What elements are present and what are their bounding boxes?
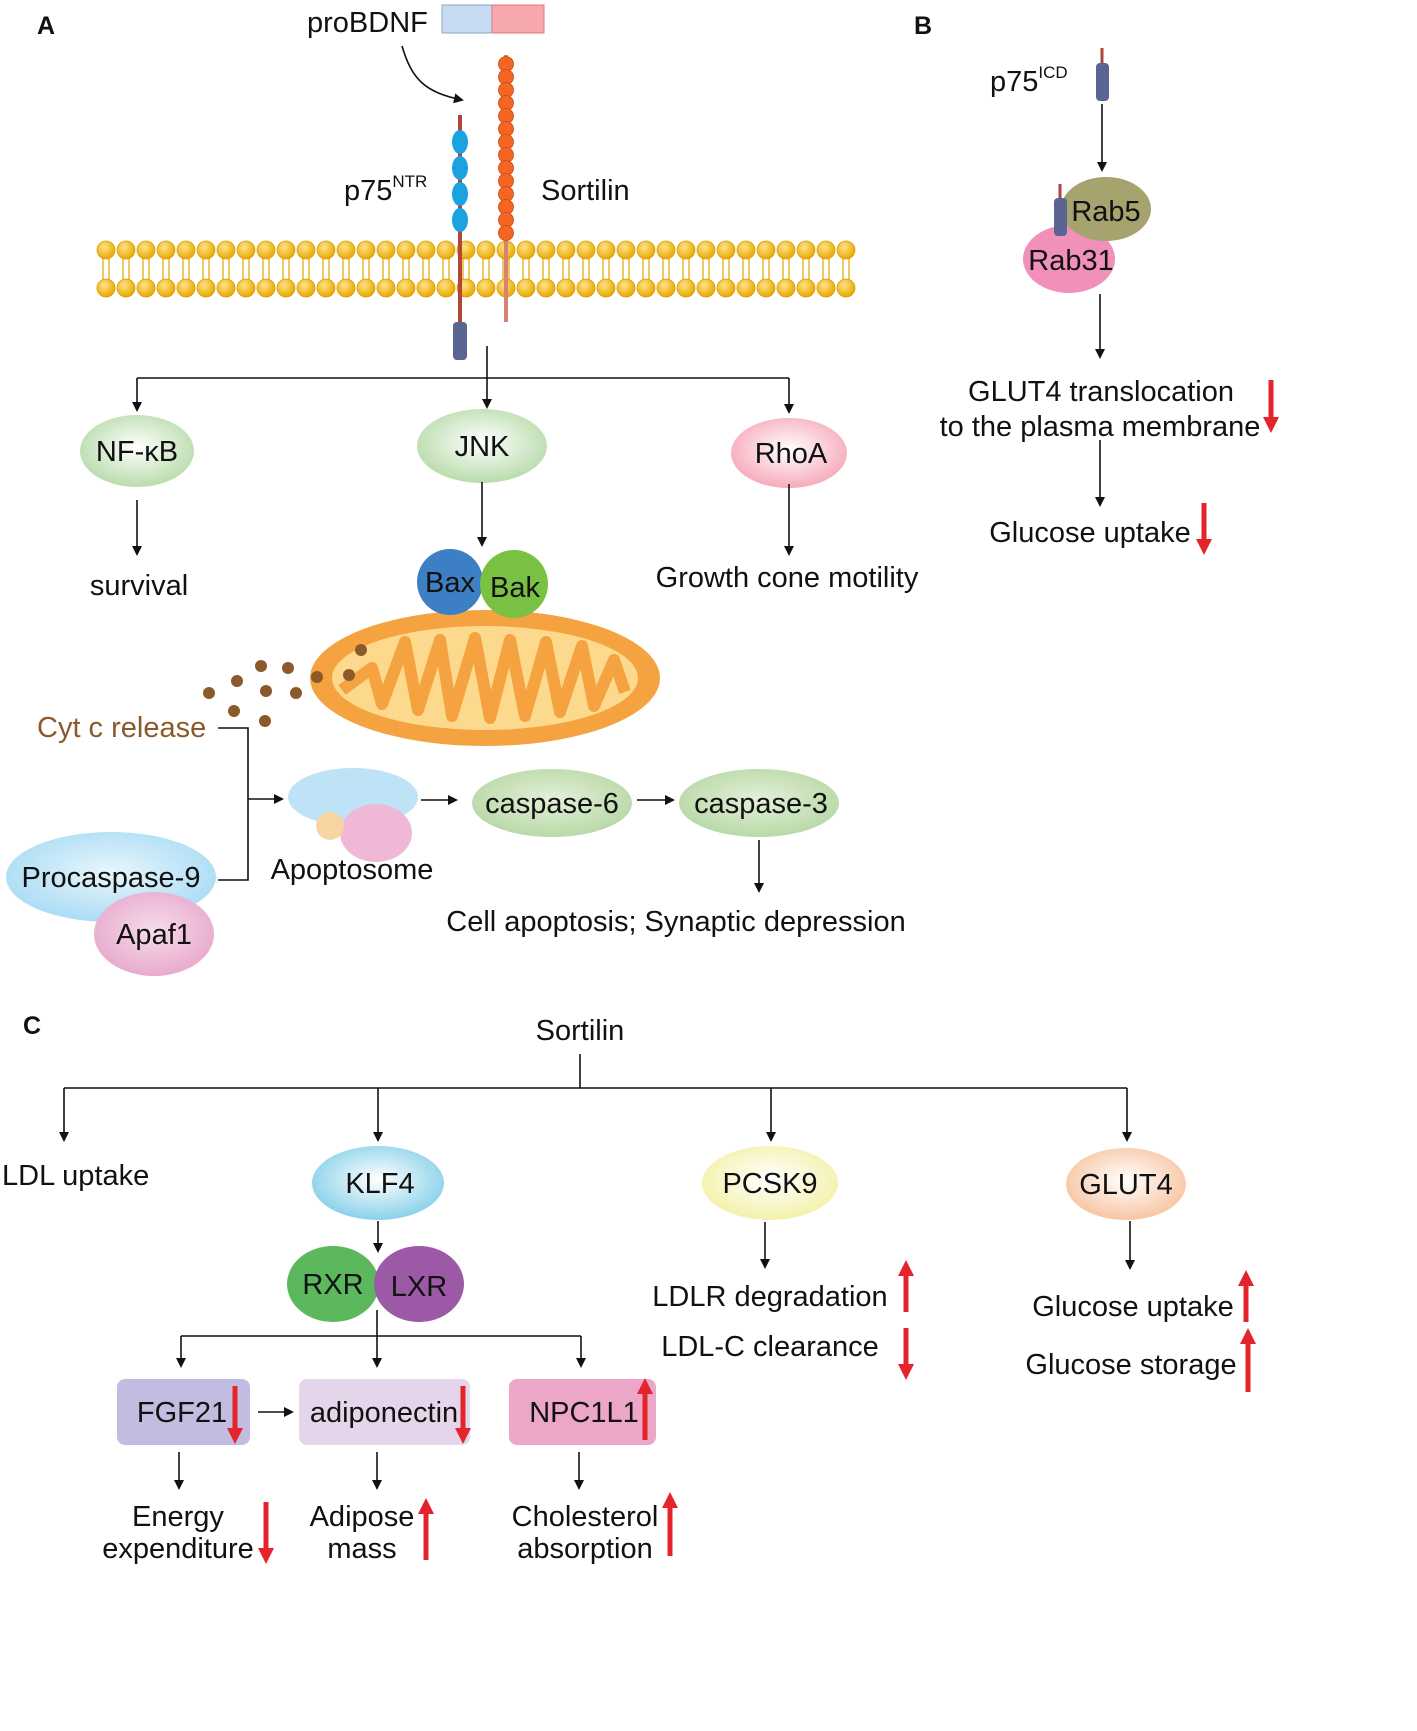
jnk-label: JNK	[455, 431, 510, 463]
glut4-translocation-line2: to the plasma membrane	[940, 411, 1261, 443]
rab31-label: Rab31	[1028, 245, 1113, 277]
rhoa-label: RhoA	[755, 438, 828, 470]
klf4-label: KLF4	[345, 1168, 414, 1200]
cholesterol-label-line1: Cholesterol	[512, 1501, 659, 1533]
procaspase9-label: Procaspase-9	[22, 862, 201, 894]
rxr-node	[287, 1246, 379, 1322]
npc1l1-box	[509, 1379, 656, 1445]
ldlc-clearance-label: LDL-C clearance	[661, 1331, 879, 1363]
p75ntr-receptor	[452, 115, 468, 360]
glucose-uptake-c-label: Glucose uptake	[1032, 1291, 1234, 1323]
growth-cone-label: Growth cone motility	[656, 562, 919, 594]
sortilin-c-label: Sortilin	[536, 1015, 625, 1047]
glut4-translocation-line1: GLUT4 translocation	[968, 376, 1234, 408]
lxr-label: LXR	[391, 1271, 447, 1303]
p75icd-bound	[1054, 184, 1067, 236]
p75ntr-label: p75NTR	[344, 172, 427, 207]
bax-label: Bax	[425, 567, 475, 599]
survival-label: survival	[90, 570, 188, 602]
cytochrome-c-dots	[203, 644, 367, 727]
bak-label: Bak	[490, 572, 540, 604]
apaf1-label: Apaf1	[116, 919, 192, 951]
apoptosis-outcome-label: Cell apoptosis; Synaptic depression	[446, 906, 905, 938]
rhoa-node	[731, 418, 847, 488]
energy-label-line2: expenditure	[102, 1533, 254, 1565]
cytc-label: Cyt c release	[37, 712, 206, 744]
jnk-node	[417, 409, 547, 483]
panel-b-label: B	[914, 12, 932, 40]
glucose-storage-label: Glucose storage	[1025, 1349, 1236, 1381]
caspase6-label: caspase-6	[485, 788, 619, 820]
glucose-uptake-b-label: Glucose uptake	[989, 517, 1191, 549]
apaf1-node	[94, 892, 214, 976]
rab31-node	[1023, 225, 1115, 293]
p75icd-label: p75ICD	[990, 63, 1068, 98]
pcsk9-node	[702, 1146, 838, 1220]
nfkb-label: NF-κB	[96, 436, 178, 468]
rxr-label: RXR	[302, 1269, 363, 1301]
glut4-label: GLUT4	[1079, 1169, 1172, 1201]
rab5-node	[1061, 177, 1151, 241]
probdnf-label: proBDNF	[307, 7, 428, 39]
sortilin-label: Sortilin	[541, 175, 630, 207]
pcsk9-label: PCSK9	[722, 1168, 817, 1200]
cholesterol-label-line2: absorption	[517, 1533, 652, 1565]
ldl-uptake-label: LDL uptake	[2, 1160, 149, 1192]
fgf21-box	[117, 1379, 250, 1445]
probdnf-arrow	[401, 45, 464, 104]
adiponectin-label: adiponectin	[310, 1397, 458, 1429]
lipid-bilayer	[96, 240, 856, 298]
probdnf-block-pink	[491, 4, 545, 34]
panel-c-label: C	[23, 1012, 41, 1040]
caspase3-label: caspase-3	[694, 788, 828, 820]
sortilin-receptor	[498, 55, 514, 322]
nfkb-node	[80, 415, 194, 487]
bak-protein	[480, 550, 548, 618]
energy-label-line1: Energy	[132, 1501, 224, 1533]
rab5-label: Rab5	[1071, 196, 1140, 228]
p75icd-fragment	[1096, 48, 1109, 101]
adiponectin-box	[299, 1379, 470, 1445]
ldlr-degradation-label: LDLR degradation	[652, 1281, 887, 1313]
klf4-node	[312, 1146, 444, 1220]
mitochondrion	[310, 610, 660, 746]
caspase6-node	[472, 769, 632, 837]
lxr-node	[374, 1246, 464, 1322]
apoptosome-label: Apoptosome	[271, 854, 434, 886]
probdnf-block-blue	[441, 4, 493, 34]
adipose-label-line2: mass	[327, 1533, 396, 1565]
bax-protein	[417, 549, 483, 615]
fgf21-label: FGF21	[137, 1397, 227, 1429]
glut4-node	[1066, 1148, 1186, 1220]
npc1l1-label: NPC1L1	[529, 1397, 639, 1429]
panel-a-label: A	[37, 12, 55, 40]
cytc-bracket	[218, 727, 249, 881]
adipose-label-line1: Adipose	[310, 1501, 415, 1533]
caspase3-node	[679, 769, 839, 837]
apoptosome-complex	[288, 768, 418, 862]
